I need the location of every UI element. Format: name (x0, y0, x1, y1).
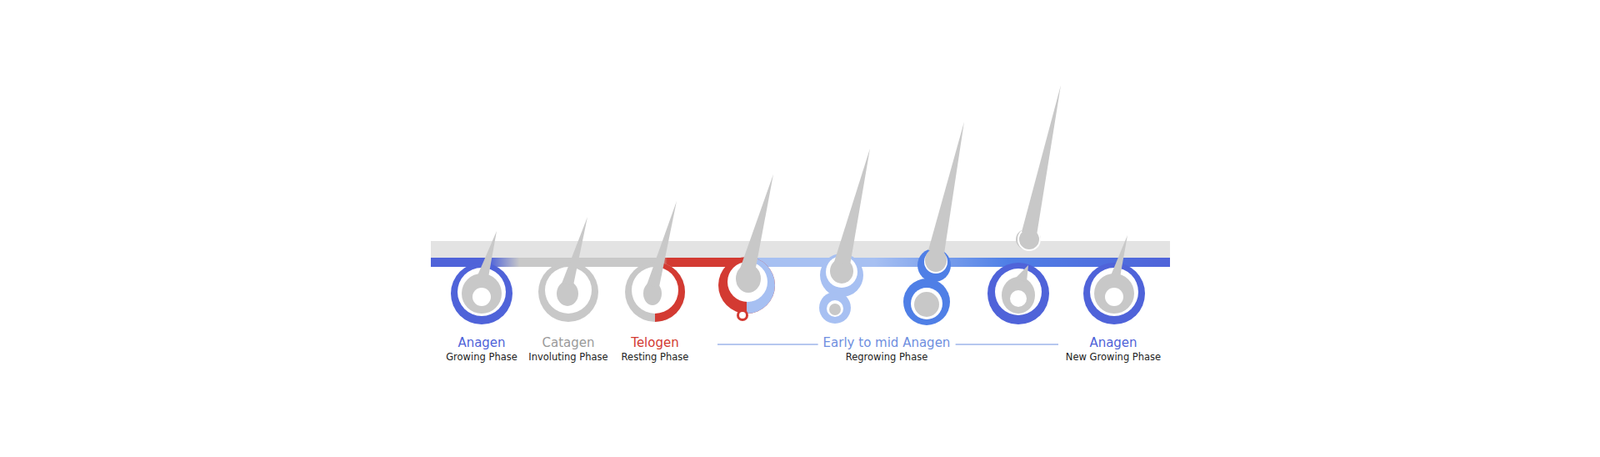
phase-name: Anagen (452, 335, 510, 350)
phase-name: Early to mid Anagen (818, 335, 956, 350)
early-anagen-follicle (718, 174, 775, 321)
telogen-follicle (625, 200, 685, 322)
anagen-follicle (1083, 235, 1145, 325)
phase-description: Involuting Phase (523, 351, 613, 364)
phase-name: Catagen (537, 335, 600, 350)
phase-description: Resting Phase (616, 351, 695, 364)
regrowing-follicle (819, 148, 870, 324)
phase-description: Regrowing Phase (840, 351, 934, 364)
phase-description: Growing Phase (440, 351, 523, 364)
anagen-follicle (450, 230, 513, 325)
phase-name: Telogen (625, 335, 684, 350)
catagen-follicle (538, 216, 599, 322)
skin-band (430, 240, 1170, 258)
regrowing-follicle (903, 121, 965, 325)
phase-name: Anagen (1084, 335, 1142, 350)
follicle-band (430, 257, 1170, 267)
phase-description: New Growing Phase (1060, 351, 1166, 364)
regrowing-follicle (987, 85, 1061, 325)
